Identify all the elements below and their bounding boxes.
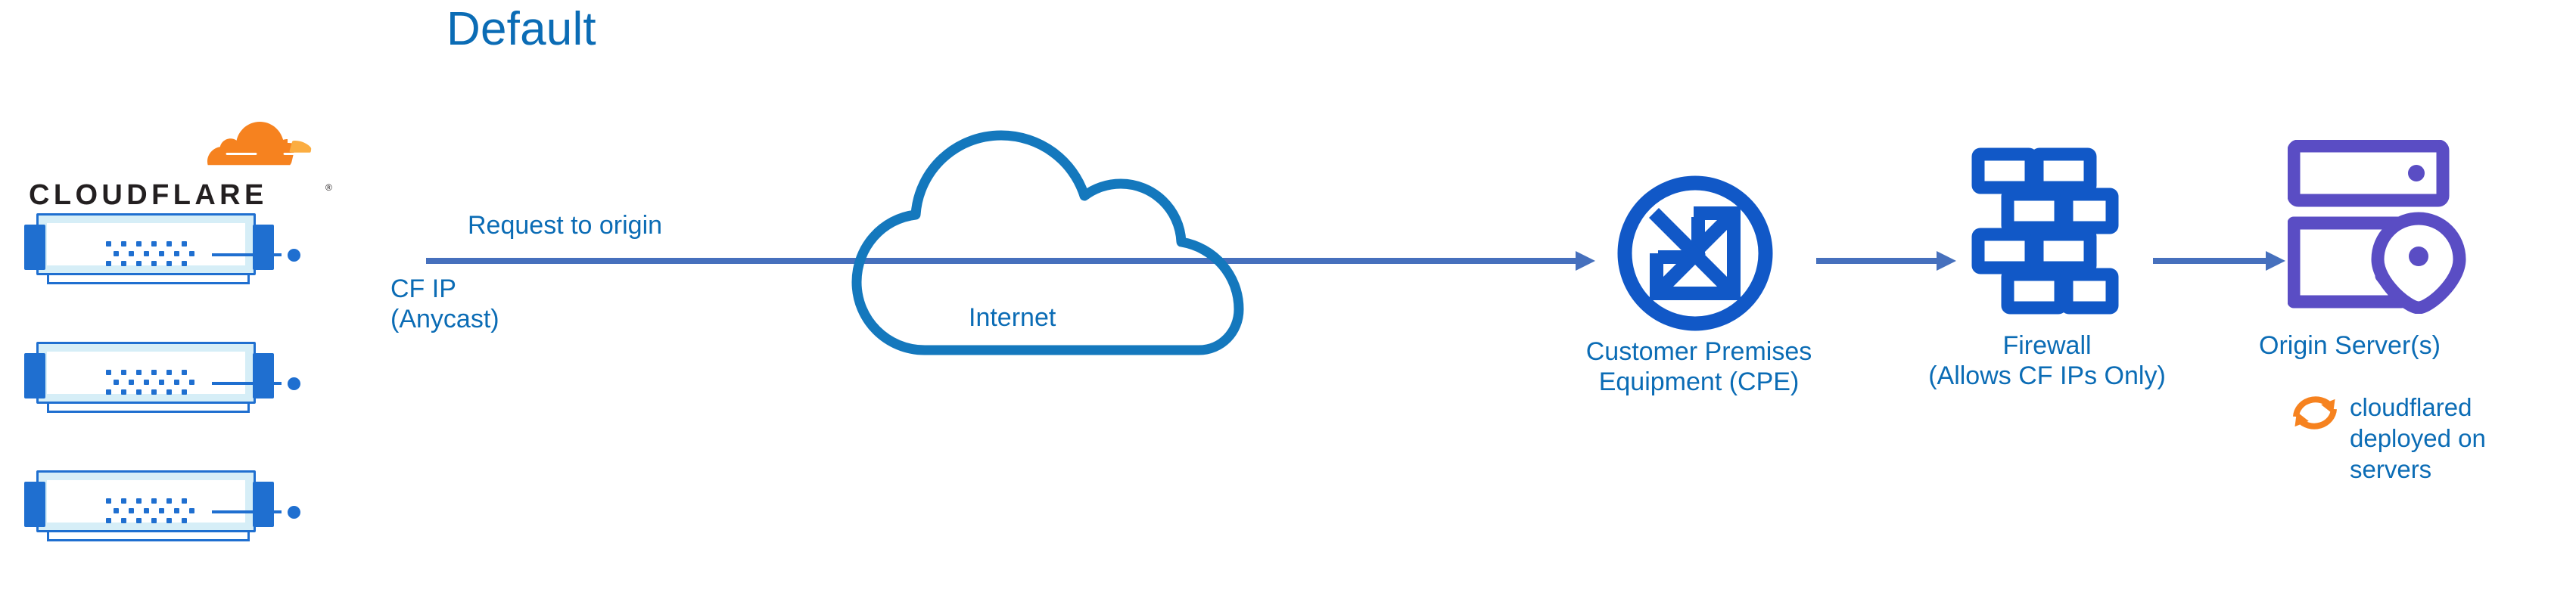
- router-circle-outline: [1617, 175, 1773, 331]
- server-unit: [0, 342, 300, 414]
- cloudflared-annotation-label: cloudflared deployed on servers: [2350, 393, 2486, 483]
- server-faceplate: [47, 352, 300, 395]
- server-base: [47, 404, 250, 413]
- server-mount-tab-right: [253, 353, 274, 398]
- server-led-icon: [288, 506, 300, 519]
- server-led-icon: [288, 377, 300, 390]
- cloudflare-logo: CLOUDFLARE ®: [29, 112, 339, 211]
- request-to-origin-label: Request to origin: [468, 211, 663, 240]
- server-mount-tab-right: [253, 225, 274, 270]
- server-faceplate: [47, 480, 300, 523]
- cloud-outline-path: [851, 130, 1244, 355]
- connector-arrowhead-icon: [1937, 251, 1956, 271]
- refresh-arrowhead-top: [2321, 398, 2335, 414]
- server-mount-tab-left: [24, 482, 45, 527]
- cloudflare-wordmark-text: CLOUDFLARE: [29, 179, 268, 210]
- server-status-bar: [212, 382, 282, 385]
- server-mount-tab-left: [24, 353, 45, 398]
- firewall-label: Firewall (Allows CF IPs Only): [1928, 331, 2166, 390]
- server-base: [47, 532, 250, 541]
- cf-ip-anycast-label: CF IP (Anycast): [390, 274, 499, 333]
- location-pin-dot: [2409, 247, 2428, 266]
- server-faceplate: [47, 223, 300, 266]
- router-arrow-out-br: [1685, 244, 1741, 300]
- connector-shaft: [426, 258, 1576, 264]
- connector-arrow-edge-to-cpe: [426, 251, 1595, 271]
- internet-label: Internet: [969, 303, 1056, 332]
- server-port-grid-icon: [106, 370, 194, 395]
- server-unit: [0, 470, 300, 542]
- registered-trademark-icon: ®: [325, 182, 332, 193]
- connector-shaft: [2153, 258, 2266, 264]
- server-port-grid-icon: [106, 498, 194, 523]
- origin-server-icon: [2287, 139, 2469, 315]
- cloudflare-wordmark: CLOUDFLARE ®: [29, 178, 339, 211]
- page-title: Default: [446, 3, 596, 55]
- connector-arrow-cpe-to-firewall: [1816, 251, 1956, 271]
- server-rack-top: [2287, 139, 2450, 207]
- connector-arrowhead-icon: [1576, 251, 1595, 271]
- connector-shaft: [1816, 258, 1937, 264]
- server-mount-tab-right: [253, 482, 274, 527]
- server-mount-tab-left: [24, 225, 45, 270]
- connector-arrowhead-icon: [2266, 251, 2285, 271]
- server-status-bar: [212, 253, 282, 256]
- server-base: [47, 275, 250, 284]
- refresh-cycle-icon: [2288, 386, 2341, 439]
- router-circle-arrows-icon: [1612, 170, 1778, 336]
- cpe-label: Customer Premises Equipment (CPE): [1585, 337, 1812, 396]
- server-unit: [0, 213, 300, 285]
- server-rack-led-top: [2408, 165, 2425, 181]
- internet-cloud-icon: [840, 110, 1264, 359]
- brick-wall-firewall-icon: [1971, 147, 2119, 321]
- refresh-arrowhead-bottom: [2294, 411, 2309, 427]
- server-port-grid-icon: [106, 241, 194, 266]
- connector-arrow-firewall-to-origin: [2153, 251, 2285, 271]
- server-led-icon: [288, 249, 300, 262]
- origin-server-label: Origin Server(s): [2259, 331, 2441, 360]
- cloudflare-cloud-logo-icon: [173, 112, 324, 181]
- server-status-bar: [212, 510, 282, 513]
